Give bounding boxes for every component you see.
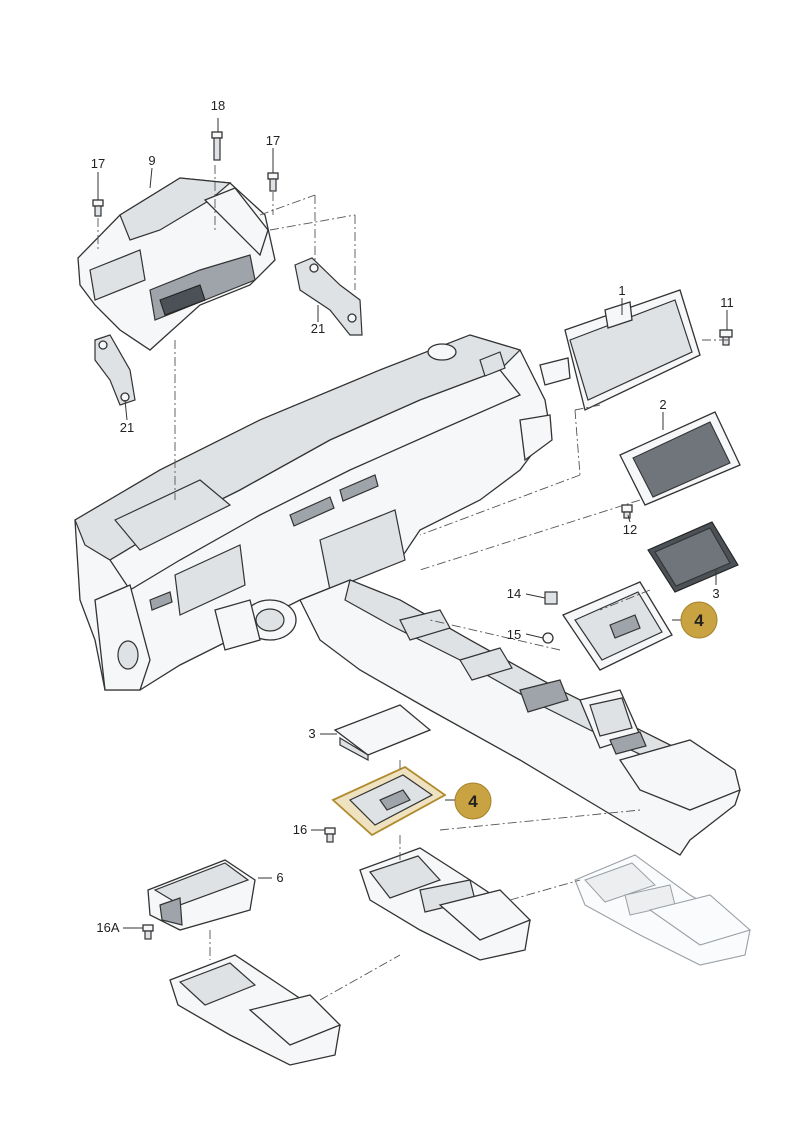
assembly-lines: [97, 165, 728, 1001]
callout-12: 12: [623, 522, 637, 537]
callout-6: 6: [276, 870, 283, 885]
callout-3-upper: 3: [712, 586, 719, 601]
callout-15: 15: [507, 627, 521, 642]
badge-4-lower-label: 4: [468, 792, 478, 811]
part-3-cover-lower: [333, 704, 432, 762]
dashboard-assembly: [74, 334, 553, 691]
callout-21-right: 21: [311, 321, 325, 336]
part-1-display: [539, 289, 701, 411]
callout-17-left: 17: [91, 156, 105, 171]
callout-14: 14: [507, 586, 521, 601]
callout-2: 2: [659, 397, 666, 412]
screw-15: [542, 632, 554, 644]
screw-11: [719, 329, 733, 346]
callout-16A: 16A: [96, 920, 119, 935]
part-3-cover-upper: [647, 521, 739, 593]
screw-12: [621, 504, 633, 519]
part-4-module-lower[interactable]: [331, 765, 447, 837]
screw-16A: [142, 924, 154, 940]
callout-leaders: [97, 118, 728, 929]
callout-9: 9: [148, 153, 155, 168]
center-console: [299, 579, 741, 856]
callout-3-lower: 3: [308, 726, 315, 741]
badge-4-upper[interactable]: 4: [680, 601, 718, 639]
badge-4-lower[interactable]: 4: [454, 782, 492, 820]
part-9-control-module: [77, 177, 276, 351]
screws-top: [92, 131, 279, 217]
screw-17-left: [92, 199, 104, 217]
console-variant-right: [574, 854, 752, 966]
callout-11: 11: [720, 295, 734, 310]
part-6-control-unit: [147, 859, 256, 931]
callout-21-left: 21: [120, 420, 134, 435]
clip-14: [544, 591, 558, 605]
screw-18: [211, 131, 223, 161]
part-21-bracket-right: [294, 257, 363, 336]
console-variant-left: [169, 954, 342, 1066]
callout-16: 16: [293, 822, 307, 837]
screw-16: [324, 827, 336, 843]
callout-18: 18: [211, 98, 225, 113]
part-2-touch-display: [619, 411, 741, 506]
console-variant-middle: [359, 847, 532, 961]
callout-labels: 18 17 9 17 21 21 1 11 2 12 3 14 15 3 16 …: [91, 98, 734, 935]
screw-17-right: [267, 172, 279, 192]
badge-4-upper-label: 4: [694, 611, 704, 630]
part-4-module-upper: [562, 581, 673, 671]
part-21-bracket-left: [94, 334, 136, 406]
callout-17-right: 17: [266, 133, 280, 148]
callout-1: 1: [618, 283, 625, 298]
